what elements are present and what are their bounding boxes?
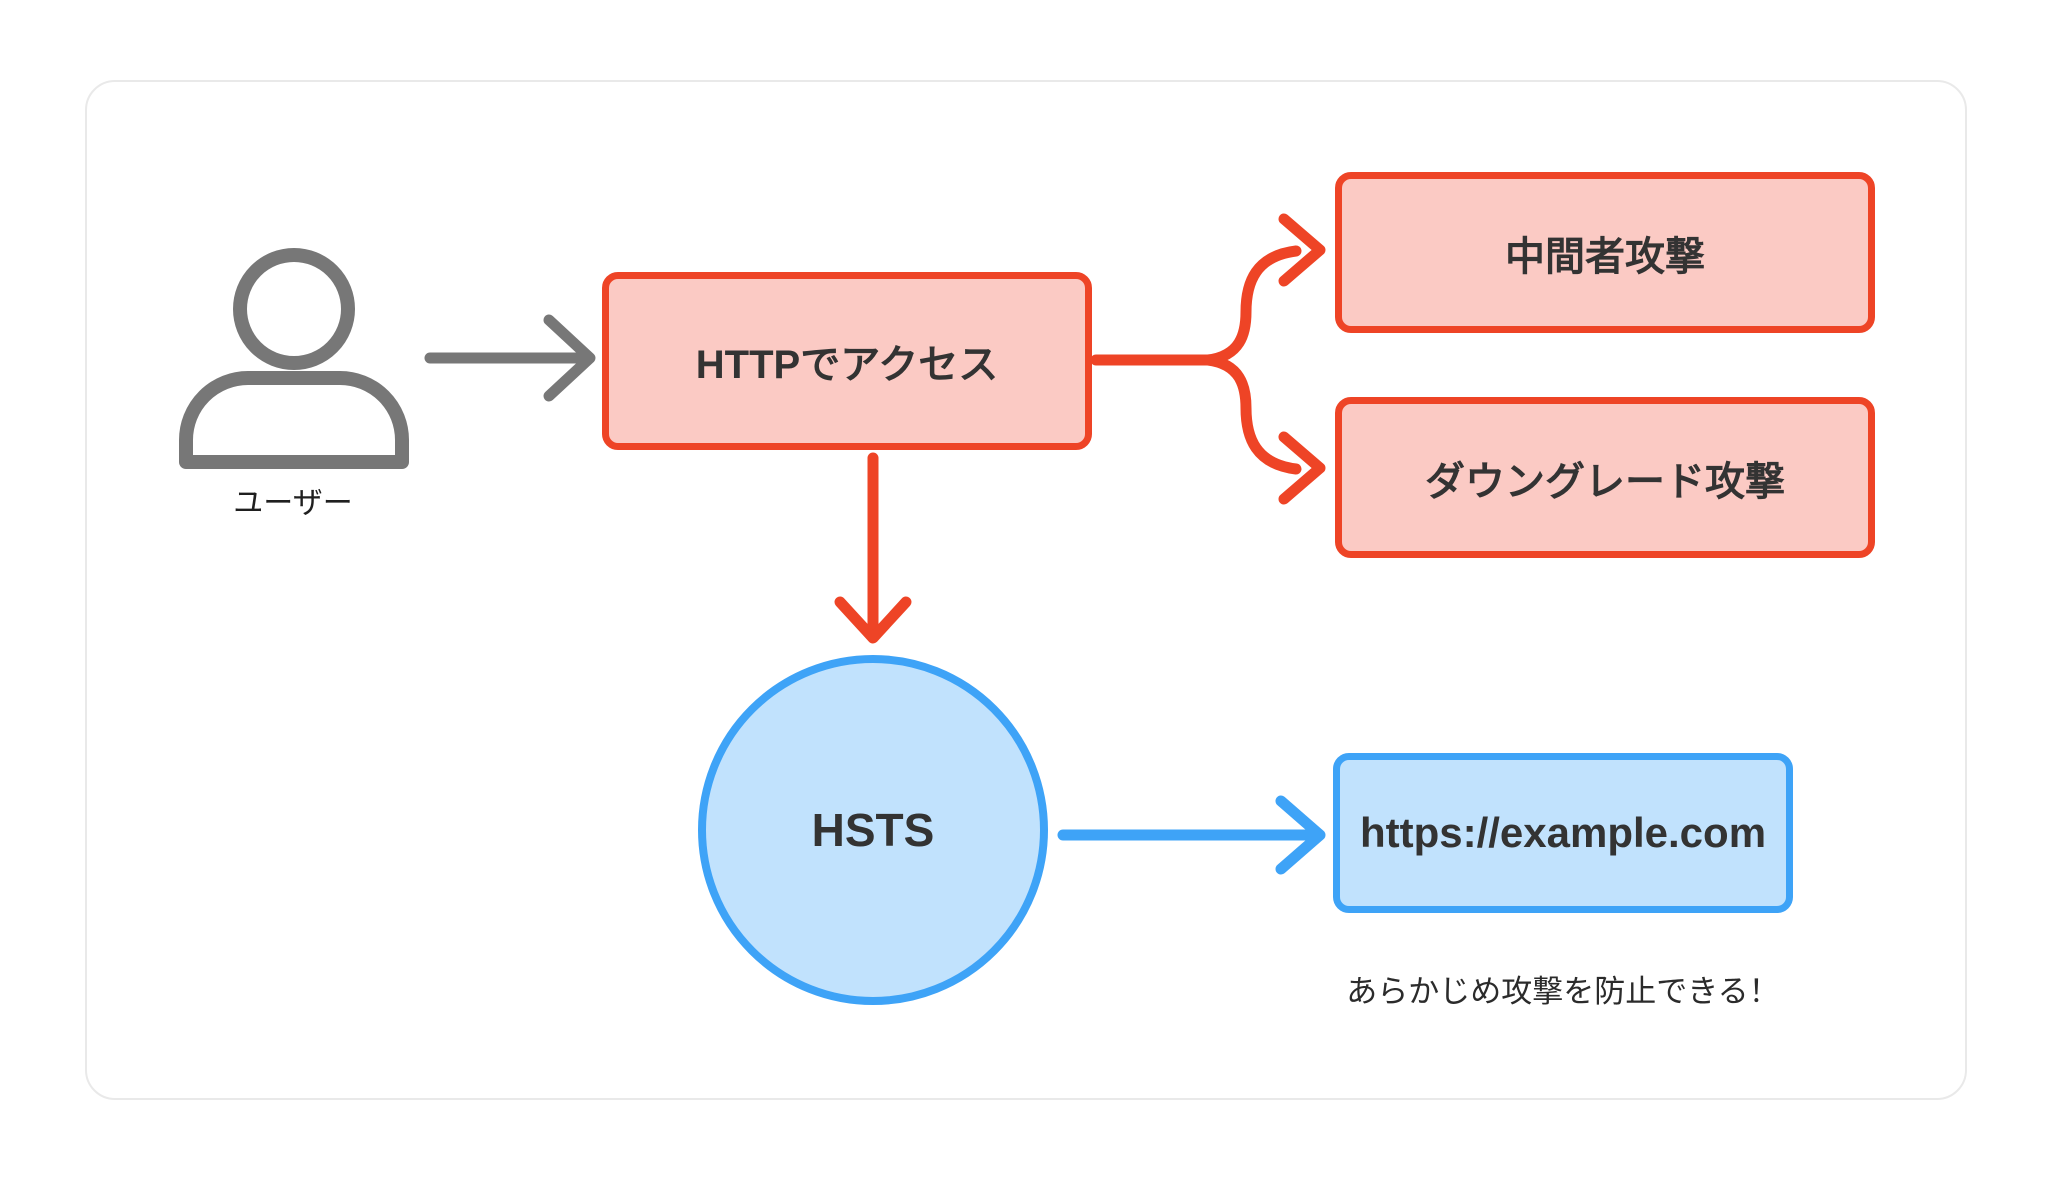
http-access-box: HTTPでアクセス <box>602 272 1092 450</box>
downgrade-attack-box: ダウングレード攻撃 <box>1335 397 1875 558</box>
user-label: ユーザー <box>233 487 353 520</box>
https-site-box: https://example.com <box>1333 753 1793 913</box>
downgrade-attack-label: ダウングレード攻撃 <box>1425 459 1785 504</box>
mitm-attack-box: 中間者攻撃 <box>1335 172 1875 333</box>
mitm-attack-label: 中間者攻撃 <box>1505 234 1705 279</box>
hsts-label: HSTS <box>811 804 935 856</box>
prevention-caption: あらかじめ攻撃を防止できる！ <box>1346 973 1780 1009</box>
http-access-label: HTTPでアクセス <box>695 343 999 387</box>
hsts-circle: HSTS <box>698 655 1048 1005</box>
https-site-label: https://example.com <box>1359 809 1767 856</box>
